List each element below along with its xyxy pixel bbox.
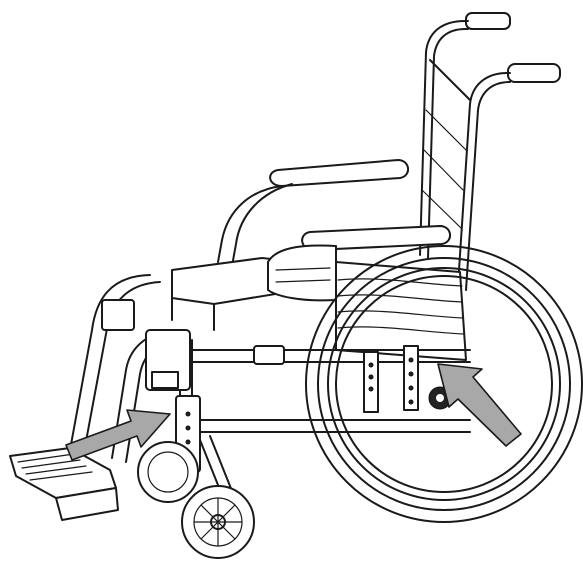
push-handles: [419, 12, 561, 291]
pointer-arrow-caster: [65, 409, 171, 461]
rear-wheel: [305, 245, 583, 523]
caster: [137, 395, 255, 559]
frame: [159, 339, 471, 441]
backrest: [421, 59, 471, 229]
footplate: [9, 447, 119, 521]
far-armrest: [217, 159, 409, 267]
near-armrest: [267, 225, 451, 302]
legrest: [69, 274, 191, 463]
pointer-arrow-axle: [437, 363, 522, 447]
